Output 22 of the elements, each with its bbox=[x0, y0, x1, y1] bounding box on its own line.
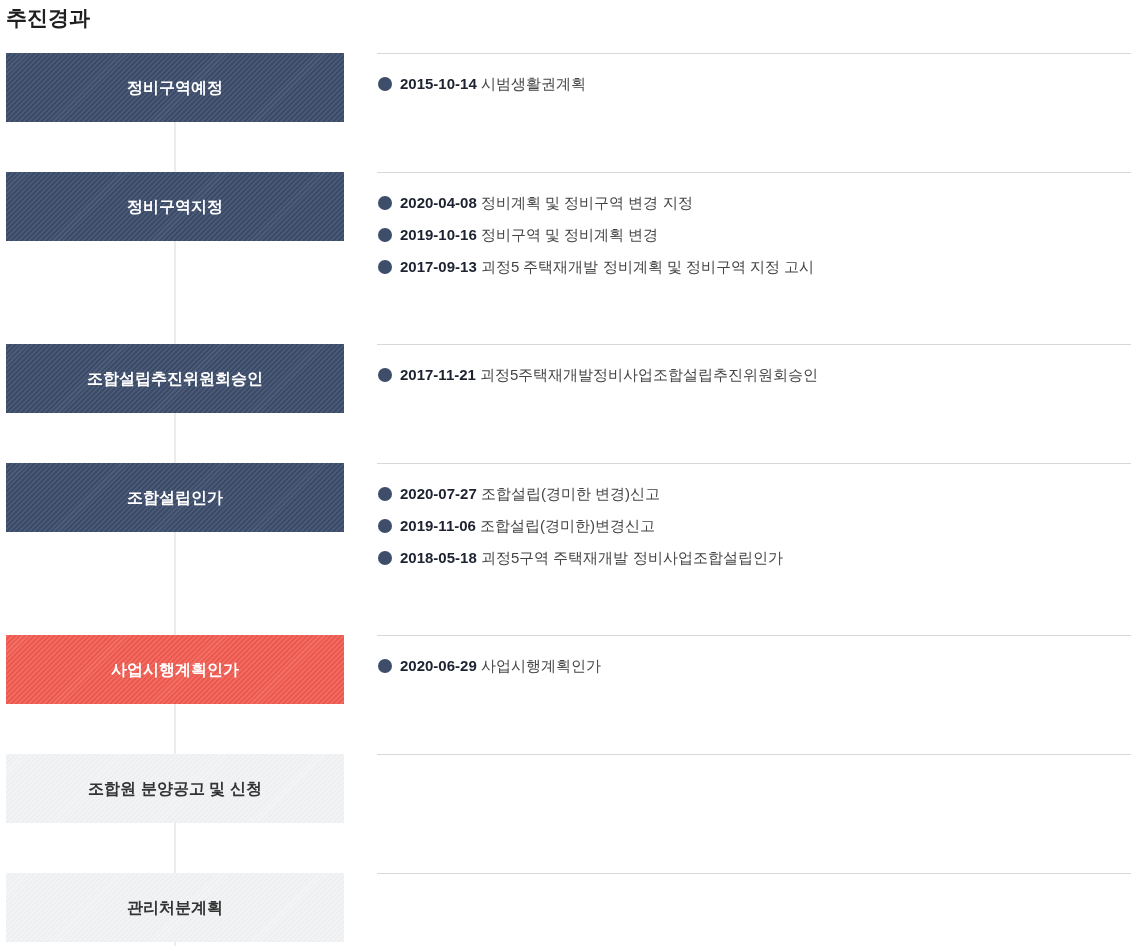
stage-label: 정비구역지정 bbox=[127, 196, 223, 217]
timeline-entry: 2017-11-21 괴정5주택재개발정비사업조합설립추진위원회승인 bbox=[400, 365, 819, 385]
timeline-entry: 2019-11-06 조합설립(경미한)변경신고 bbox=[400, 516, 656, 536]
stage-box bbox=[6, 463, 344, 532]
stage-label: 조합설립인가 bbox=[127, 487, 223, 508]
stage-label: 정비구역예정 bbox=[127, 77, 223, 98]
timeline-entry: 2020-04-08 정비계획 및 정비구역 변경 지정 bbox=[400, 193, 693, 213]
page-title: 추진경과 bbox=[6, 5, 90, 31]
stage-label: 조합원 분양공고 및 신청 bbox=[88, 778, 262, 799]
stage-label: 사업시행계획인가 bbox=[111, 659, 239, 680]
stage-label: 관리처분계획 bbox=[127, 897, 223, 918]
timeline-entry: 2020-06-29 사업시행계획인가 bbox=[400, 656, 601, 676]
stage-box bbox=[6, 172, 344, 241]
stage-label: 조합설립추진위원회승인 bbox=[87, 368, 263, 389]
timeline-entry: 2017-09-13 괴정5 주택재개발 정비계획 및 정비구역 지정 고시 bbox=[400, 257, 815, 277]
timeline-entry: 2018-05-18 괴정5구역 주택재개발 정비사업조합설립인가 bbox=[400, 548, 783, 568]
stage-box bbox=[6, 344, 344, 413]
stage-box bbox=[6, 635, 344, 704]
timeline-entry: 2015-10-14 시범생활권계획 bbox=[400, 74, 586, 94]
stage-box bbox=[6, 53, 344, 122]
timeline-entry: 2020-07-27 조합설립(경미한 변경)신고 bbox=[400, 484, 661, 504]
timeline-entry: 2019-10-16 정비구역 및 정비계획 변경 bbox=[400, 225, 659, 245]
